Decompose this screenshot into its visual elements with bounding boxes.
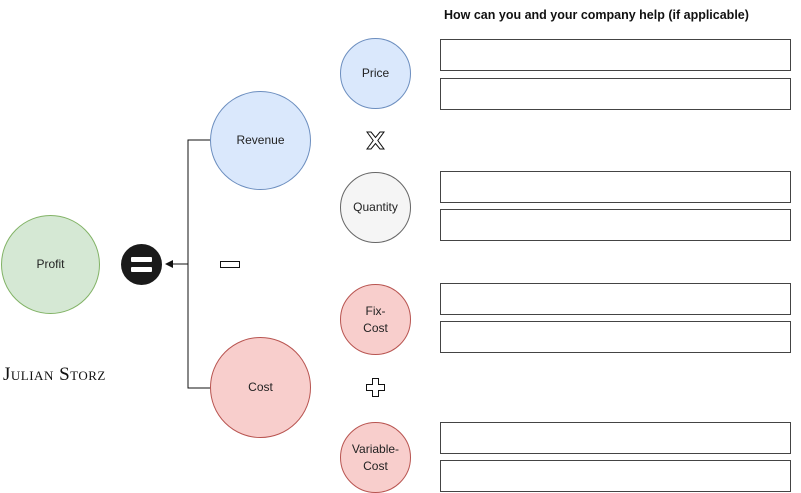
help-box-fix-cost-2[interactable] [440, 321, 791, 353]
help-heading: How can you and your company help (if ap… [444, 8, 749, 22]
help-box-variable-cost-2[interactable] [440, 460, 791, 492]
variable-cost-node: Variable- Cost [340, 422, 411, 493]
help-box-fix-cost-1[interactable] [440, 283, 791, 315]
bracket-connector [187, 139, 210, 389]
cost-label: Cost [248, 380, 273, 395]
price-node: Price [340, 38, 411, 109]
revenue-node: Revenue [210, 91, 311, 190]
times-icon [366, 131, 385, 150]
help-box-quantity-2[interactable] [440, 209, 791, 241]
brand-name: Julian Storz [3, 364, 106, 385]
fix-cost-label: Fix- Cost [363, 304, 388, 335]
profit-node: Profit [1, 215, 100, 314]
help-box-price-1[interactable] [440, 39, 791, 71]
minus-icon [220, 261, 240, 268]
help-box-variable-cost-1[interactable] [440, 422, 791, 454]
variable-cost-label: Variable- Cost [351, 442, 400, 473]
revenue-label: Revenue [236, 133, 285, 148]
help-box-quantity-1[interactable] [440, 171, 791, 203]
cost-node: Cost [210, 337, 311, 438]
plus-icon [366, 378, 385, 397]
help-box-price-2[interactable] [440, 78, 791, 110]
quantity-label: Quantity [353, 200, 398, 215]
profit-label: Profit [36, 257, 65, 272]
fix-cost-node: Fix- Cost [340, 284, 411, 355]
price-label: Price [361, 66, 390, 81]
equals-icon [121, 244, 162, 285]
quantity-node: Quantity [340, 172, 411, 243]
